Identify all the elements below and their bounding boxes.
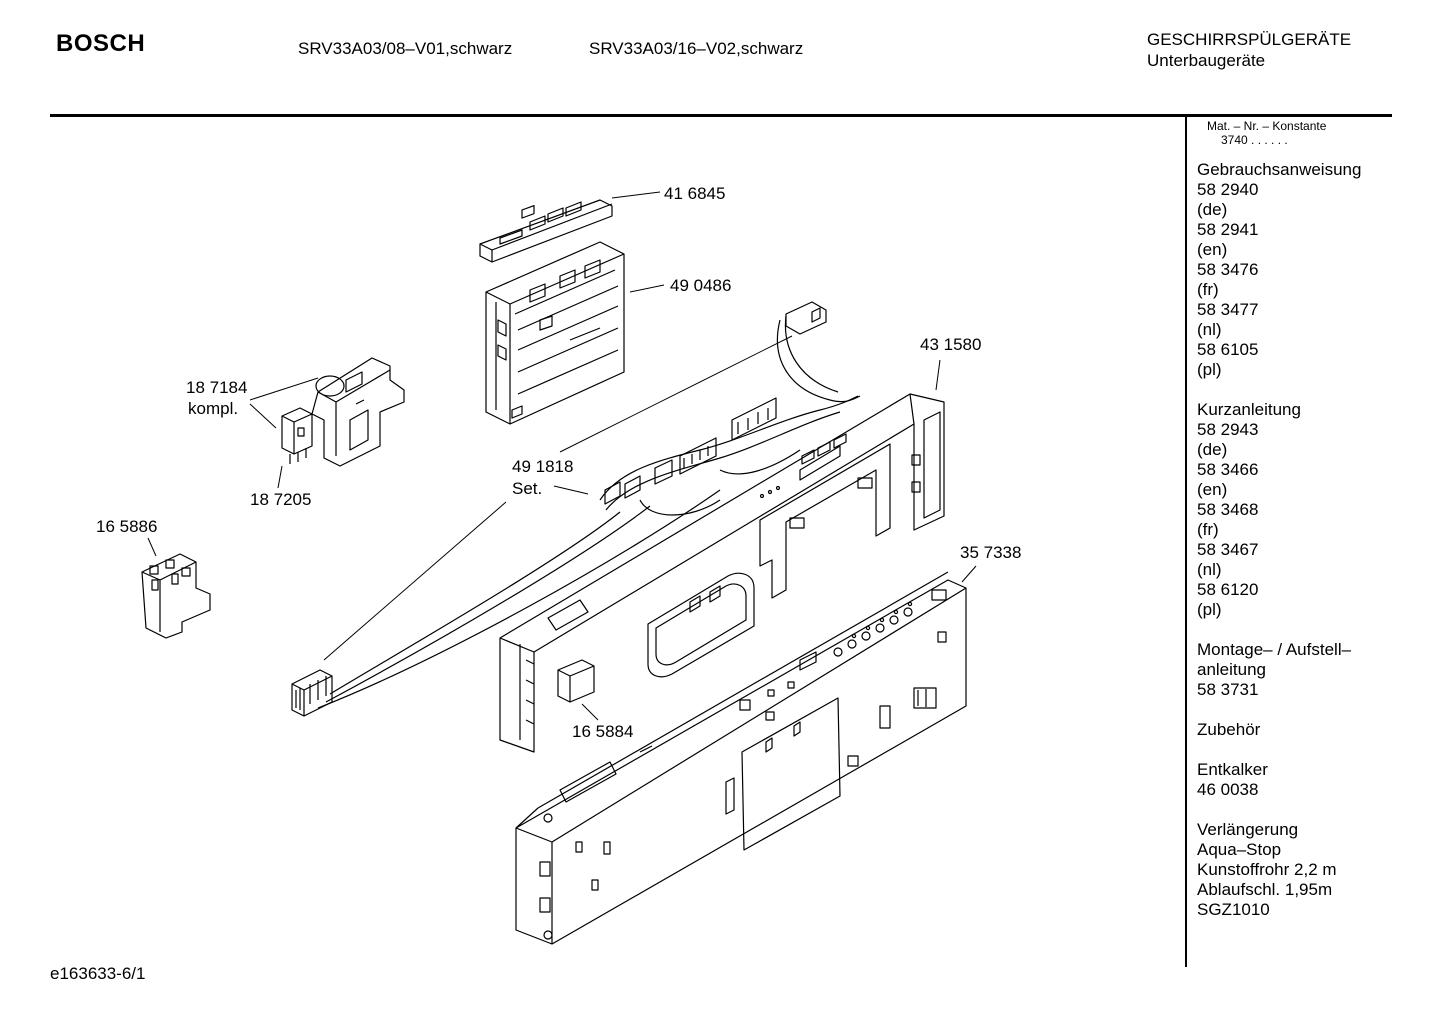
sidebar-line: (de) [1197, 200, 1228, 219]
sidebar-spacer [1197, 700, 1361, 720]
sidebar-line: Montage– / Aufstell– [1197, 640, 1352, 659]
sidebar-line: Ablaufschl. 1,95m [1197, 880, 1333, 899]
sidebar-spacer [1197, 740, 1361, 760]
sidebar-line: SGZ1010 [1197, 900, 1270, 919]
label-187205: 18 7205 [250, 490, 311, 509]
part-control-frame [499, 393, 945, 753]
header-divider [50, 114, 1392, 117]
label-357338: 35 7338 [960, 543, 1021, 562]
part-relay-block [141, 553, 211, 639]
label-187184-note: kompl. [188, 399, 238, 418]
matnr-title: Mat. – Nr. – Konstante [1207, 119, 1327, 133]
sidebar-line: Entkalker [1197, 760, 1268, 779]
sidebar-line: (fr) [1197, 520, 1219, 539]
sidebar-line: 58 3467 [1197, 540, 1259, 559]
label-431580: 43 1580 [920, 335, 981, 354]
label-491818-note: Set. [512, 479, 542, 498]
sidebar-line: 46 0038 [1197, 780, 1259, 799]
sidebar-line: (nl) [1197, 320, 1222, 339]
sidebar-line: 58 3468 [1197, 500, 1259, 519]
part-microswitch [281, 407, 313, 464]
matnr-block: Mat. – Nr. – Konstante 3740 . . . . . . [1207, 119, 1326, 147]
category-title: GESCHIRRSPÜLGERÄTE [1147, 30, 1352, 49]
category-subtitle: Unterbaugeräte [1147, 51, 1266, 70]
sidebar-line: (pl) [1197, 360, 1222, 379]
part-small-cap [557, 659, 595, 703]
sidebar-line: Verlängerung [1197, 820, 1299, 839]
sidebar-spacer [1197, 380, 1361, 400]
part-inner-panel [515, 571, 967, 945]
sidebar-line: (fr) [1197, 280, 1219, 299]
sidebar-line: (en) [1197, 240, 1228, 259]
matnr-value: 3740 . . . . . . [1221, 133, 1288, 147]
part-wiring-harness [291, 301, 861, 717]
sidebar-line: 58 3477 [1197, 300, 1259, 319]
exploded-parts-diagram: 41 6845 49 0486 43 1580 18 7184 kompl. 1… [96, 184, 1021, 945]
sidebar-line: 58 2940 [1197, 180, 1259, 199]
sidebar-divider [1185, 116, 1187, 967]
sidebar-line: Kunstoffrohr 2,2 m [1197, 860, 1337, 879]
label-187184: 18 7184 [186, 378, 247, 397]
sidebar-line: 58 3731 [1197, 680, 1259, 699]
label-490486: 49 0486 [670, 276, 731, 295]
label-165884: 16 5884 [572, 722, 633, 741]
part-display-strip [479, 199, 613, 263]
label-416845: 41 6845 [664, 184, 725, 203]
leader-lines [147, 191, 977, 721]
model-number-2: SRV33A03/16–V02,schwarz [589, 39, 804, 58]
sidebar-spacer [1197, 620, 1361, 640]
sidebar-line: (de) [1197, 440, 1228, 459]
sidebar-line: anleitung [1197, 660, 1267, 679]
sidebar-line: (en) [1197, 480, 1228, 499]
part-electronic-module [485, 241, 625, 425]
sidebar-spacer [1197, 800, 1361, 820]
sidebar-line: Zubehör [1197, 720, 1261, 739]
part-door-lock [311, 357, 405, 467]
sidebar-line: 58 6120 [1197, 580, 1259, 599]
model-number-1: SRV33A03/08–V01,schwarz [298, 39, 513, 58]
sidebar-line: (nl) [1197, 560, 1222, 579]
sidebar-line: 58 3466 [1197, 460, 1259, 479]
sidebar-line: 58 6105 [1197, 340, 1259, 359]
sidebar-line: 58 2943 [1197, 420, 1259, 439]
label-165886: 16 5886 [96, 517, 157, 536]
sidebar-line: Gebrauchsanweisung [1197, 160, 1362, 179]
label-491818: 49 1818 [512, 457, 573, 476]
brand-logo: BOSCH [56, 30, 146, 57]
diagram-code: e163633-6/1 [50, 964, 146, 983]
sidebar-line: (pl) [1197, 600, 1222, 619]
sidebar-line: 58 3476 [1197, 260, 1259, 279]
sidebar-line: Aqua–Stop [1197, 840, 1282, 859]
sidebar-line: 58 2941 [1197, 220, 1259, 239]
sidebar-line: Kurzanleitung [1197, 400, 1301, 419]
